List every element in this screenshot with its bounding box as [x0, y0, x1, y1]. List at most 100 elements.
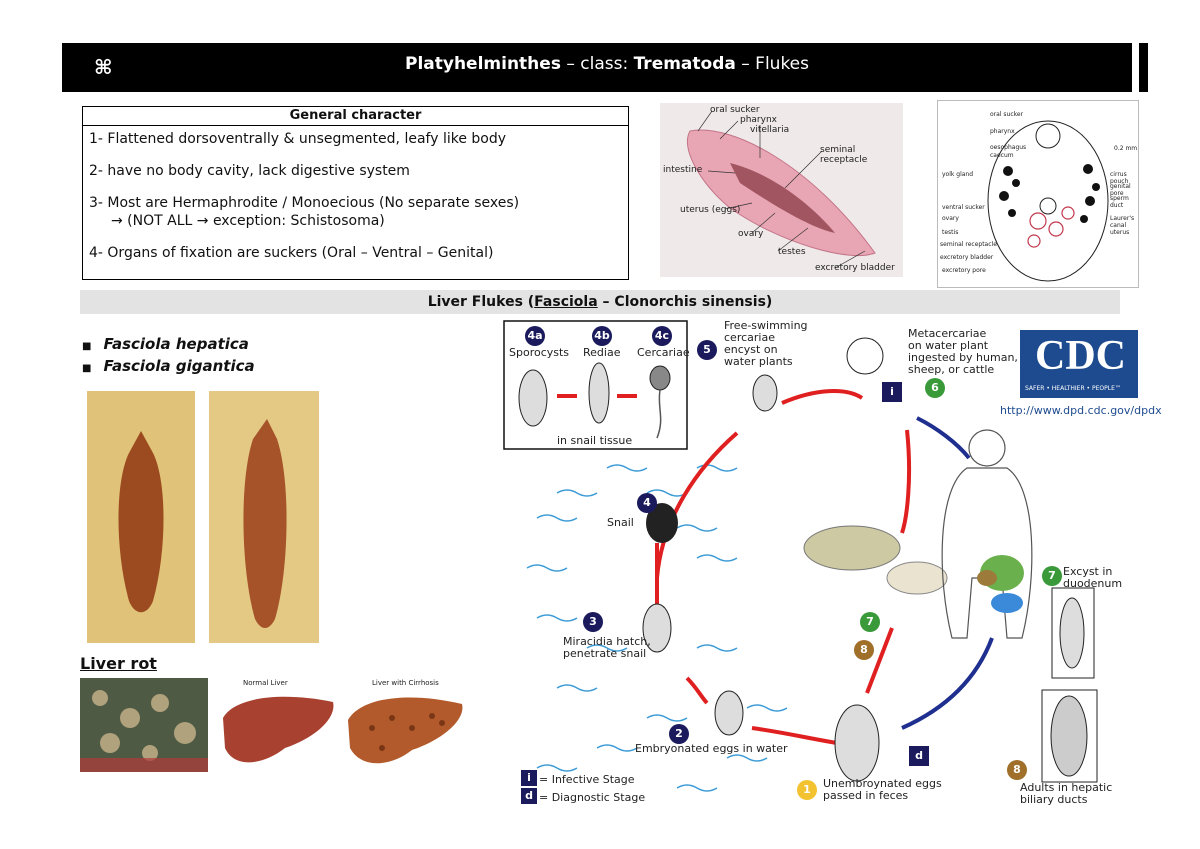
fluke-stained-photo: oral sucker pharynx vitellaria seminal r…	[660, 103, 903, 277]
diagram-label: excretory pore	[942, 267, 986, 274]
normal-liver-label: Normal Liver	[243, 679, 288, 687]
specimen-photo-hepatica	[87, 391, 195, 643]
cdc-url-link[interactable]: http://www.dpd.cdc.gov/dpdx	[1000, 404, 1162, 417]
stage-3-badge: 3	[583, 612, 603, 632]
diagram-label: Laurer's canal	[1110, 215, 1135, 229]
stage-6-badge: 6	[925, 378, 945, 398]
header-decor-bar	[1132, 42, 1139, 93]
stage-4-badge: 4	[637, 493, 657, 513]
diagram-label: ovary	[942, 215, 959, 222]
species-item: ■ Fasciola gigantica	[82, 357, 255, 375]
diagram-label: 0.2 mm	[1114, 145, 1138, 152]
photo-label: seminal receptacle	[820, 145, 868, 165]
photo-label: excretory bladder	[815, 263, 895, 273]
diagram-label: excretory bladder	[940, 254, 994, 261]
section-prefix: Liver Flukes (	[427, 294, 535, 310]
normal-liver-shape	[223, 696, 334, 763]
fluke-line-diagram: oral sucker pharynx oesophagus caecum yo…	[937, 100, 1139, 288]
specimen-photo-gigantica	[209, 391, 319, 643]
stage-2-badge: 2	[669, 724, 689, 744]
in-snail-label: in snail tissue	[557, 434, 633, 447]
stage-4b-badge: 4b	[592, 326, 612, 346]
section-suffix: – Clonorchis sinensis)	[597, 294, 773, 310]
cirrhosis-liver-label: Liver with Cirrhosis	[372, 679, 439, 687]
photo-label: testes	[778, 247, 806, 257]
cdc-tagline: SAFER • HEALTHIER • PEOPLE™	[1025, 385, 1121, 392]
diagram-label: pharynx	[990, 128, 1015, 135]
general-item: 3- Most are Hermaphrodite / Monoecious (…	[89, 195, 520, 211]
general-list: 1- Flattened dorsoventrally & unsegmente…	[83, 126, 628, 262]
diagram-label: yolk gland	[942, 171, 974, 178]
section-underlined: Fasciola	[534, 294, 598, 310]
photo-label: ovary	[738, 229, 764, 239]
species-list: ■ Fasciola hepatica ■ Fasciola gigantica	[82, 335, 255, 379]
diagram-label: caecum	[990, 152, 1014, 159]
diagram-label: genital pore	[1110, 183, 1131, 197]
stage-7-badge: 7	[1042, 566, 1062, 586]
title-class: Trematoda	[633, 54, 736, 74]
stage-8-badge-animal: 8	[854, 640, 874, 660]
liver-rot-photo	[80, 678, 208, 772]
general-heading: General character	[83, 107, 628, 126]
legend-diagnostic-icon: d	[521, 788, 537, 804]
lifecycle-graphics	[503, 320, 1138, 792]
title-flukes: – Flukes	[735, 54, 809, 74]
title-phylum: Platyhelminthes	[404, 54, 561, 74]
diagnostic-marker: d	[909, 746, 929, 766]
command-icon: ⌘	[94, 55, 113, 79]
metacercariae-label: Metacercariae on water plant ingested by…	[908, 327, 1018, 376]
legend-infective-icon: i	[521, 770, 537, 786]
cercariae-label: Cercariae	[637, 346, 690, 359]
stage-8-badge: 8	[1007, 760, 1027, 780]
section-heading: Liver Flukes (Fasciola – Clonorchis sine…	[80, 290, 1120, 314]
diagram-label: sperm duct	[1110, 195, 1129, 209]
cirrhosis-liver-image: Liver with Cirrhosis	[342, 678, 467, 772]
legend-infective: = Infective Stage	[539, 773, 635, 786]
general-item-sub: → (NOT ALL → exception: Schistosoma)	[111, 213, 385, 229]
header-decor-bar	[1148, 42, 1152, 93]
stage-4a-badge: 4a	[525, 326, 545, 346]
bullet-icon: ■	[82, 363, 92, 374]
photo-label: oral sucker	[710, 105, 760, 115]
fluke-diagram-image	[987, 120, 1109, 282]
free-swimming-label: Free-swimming cercariae encyst on water …	[724, 319, 808, 368]
fluke-photo-image	[660, 103, 903, 277]
photo-label: pharynx	[740, 115, 777, 125]
general-character-box: General character 1- Flattened dorsovent…	[82, 106, 629, 280]
miracidia-label: Miracidia hatch, penetrate snail	[563, 635, 651, 660]
species-item: ■ Fasciola hepatica	[82, 335, 255, 353]
header-bar: ⌘ Platyhelminthes – class: Trematoda – F…	[62, 42, 1152, 93]
species-name: Fasciola gigantica	[103, 357, 255, 375]
specimen-image	[209, 391, 319, 643]
photo-label: intestine	[663, 165, 703, 175]
embryonated-label: Embryonated eggs in water	[635, 742, 788, 755]
photo-label: vitellaria	[750, 125, 790, 135]
stage-1-badge: 1	[797, 780, 817, 800]
cirrhosis-liver-shape	[348, 697, 463, 764]
legend-diagnostic: = Diagnostic Stage	[539, 791, 646, 804]
infective-marker: i	[882, 382, 902, 402]
excyst-label: Excyst in duodenum	[1063, 565, 1123, 590]
photo-label: uterus (eggs)	[680, 205, 741, 215]
bullet-icon: ■	[82, 341, 92, 352]
general-item: 1- Flattened dorsoventrally & unsegmente…	[89, 131, 507, 147]
cdc-logo: CDC	[1035, 333, 1126, 379]
snail-label: Snail	[607, 516, 634, 529]
sporocysts-label: Sporocysts	[509, 346, 570, 359]
stage-4c-badge: 4c	[652, 326, 672, 346]
diagram-label: ventral sucker	[942, 204, 985, 211]
stage-5-badge: 5	[697, 340, 717, 360]
specimen-image	[87, 391, 195, 643]
general-item: 4- Organs of fixation are suckers (Oral …	[89, 245, 494, 261]
diagram-label: seminal receptacle	[940, 241, 997, 248]
title-sep: – class:	[560, 54, 634, 74]
diagram-label: uterus	[1110, 229, 1130, 236]
fasciola-lifecycle-diagram: 4a 4b 4c Sporocysts Rediae Cercariae in …	[497, 318, 1162, 810]
species-name: Fasciola hepatica	[103, 335, 249, 353]
rediae-label: Rediae	[583, 346, 621, 359]
stage-7-badge-animal: 7	[860, 612, 880, 632]
general-item: 2- have no body cavity, lack digestive s…	[89, 163, 410, 179]
liver-rot-image	[80, 678, 208, 772]
diagram-label: cirrus pouch	[1110, 171, 1129, 185]
diagram-label: oesophagus	[990, 144, 1027, 151]
